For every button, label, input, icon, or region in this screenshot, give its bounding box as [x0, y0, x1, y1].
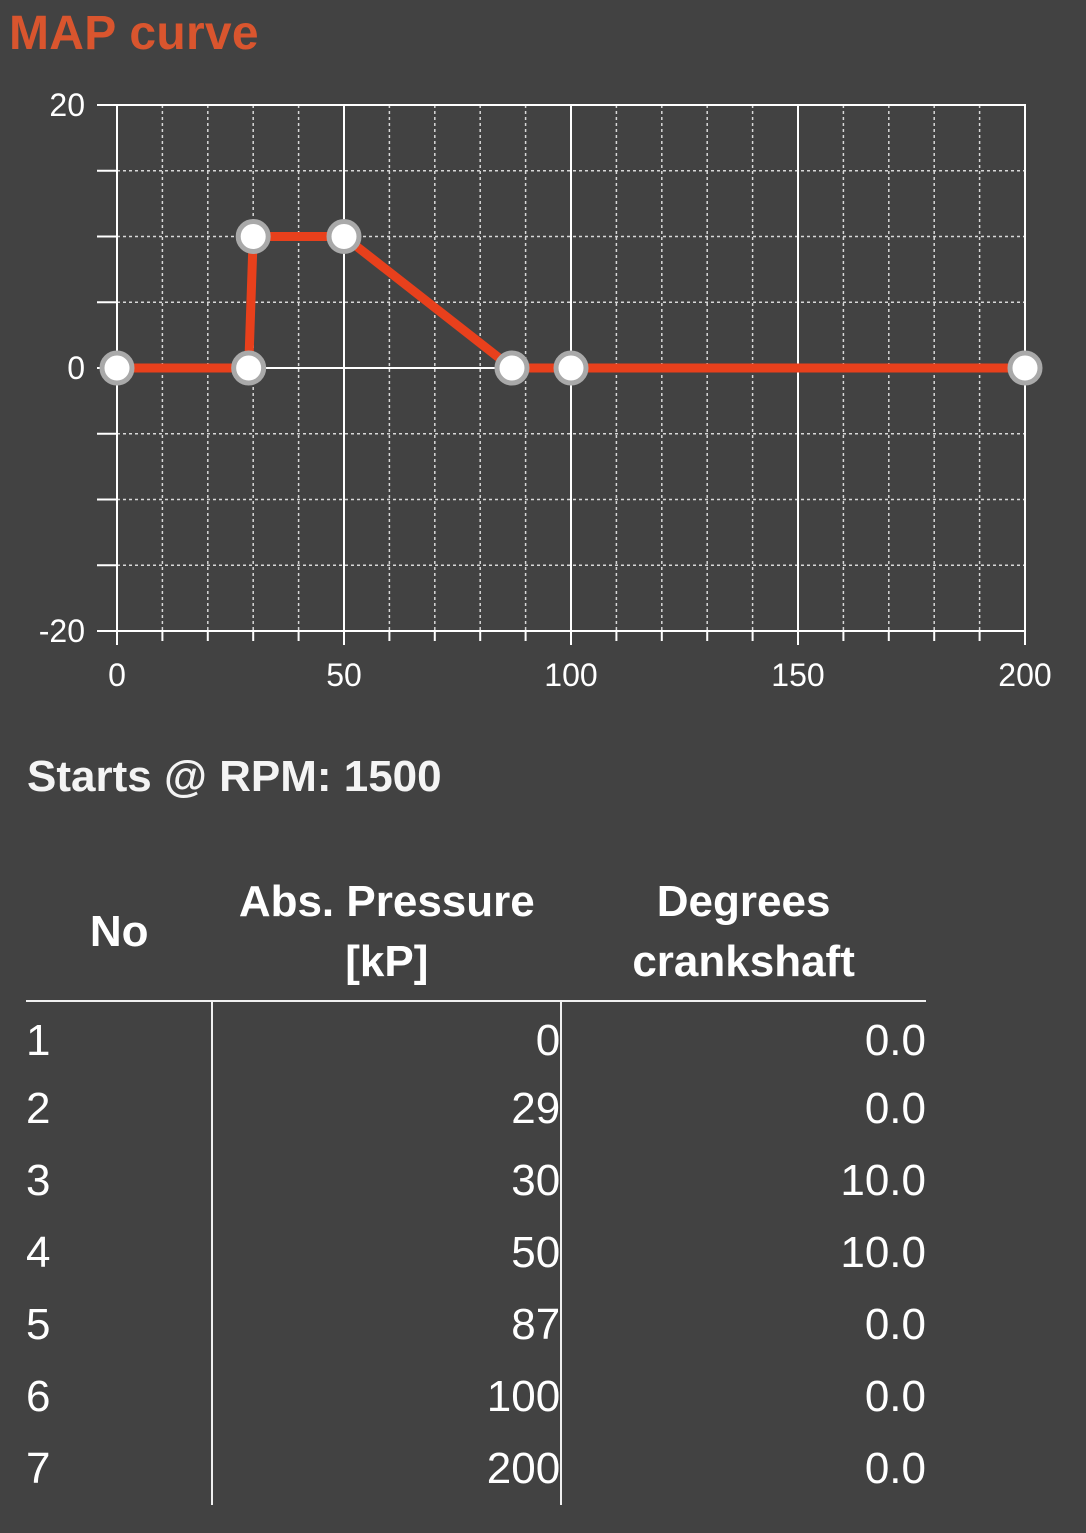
curve-point[interactable] [99, 350, 135, 386]
table-row[interactable]: 5 87 0.0 [26, 1289, 926, 1361]
cell-degrees[interactable]: 0.0 [560, 1073, 926, 1145]
cell-pressure[interactable]: 30 [211, 1145, 562, 1217]
cell-no: 7 [26, 1444, 51, 1493]
cell-pressure[interactable]: 100 [211, 1361, 562, 1433]
cell-no: 3 [26, 1156, 51, 1205]
cell-no: 5 [26, 1300, 51, 1349]
table-header-row: No Abs. Pressure [kP] Degrees crankshaft [26, 872, 926, 1002]
cell-no: 1 [26, 1015, 51, 1065]
header-pressure: Abs. Pressure [kP] [212, 872, 562, 1002]
header-no: No [26, 872, 213, 1002]
y-tick-label: 0 [67, 350, 85, 386]
curve-point[interactable] [494, 350, 530, 386]
cell-pressure[interactable]: 50 [211, 1217, 562, 1289]
cell-degrees[interactable]: 0.0 [560, 1361, 926, 1433]
cell-no: 2 [26, 1084, 51, 1133]
table-row[interactable]: 4 50 10.0 [26, 1217, 926, 1289]
y-tick-label: 20 [49, 87, 85, 123]
curve-point[interactable] [235, 219, 271, 254]
map-table: No Abs. Pressure [kP] Degrees crankshaft… [26, 872, 926, 1505]
cell-pressure[interactable]: 0 [211, 1001, 562, 1073]
cell-degrees[interactable]: 0.0 [560, 1289, 926, 1361]
cell-pressure[interactable]: 29 [211, 1073, 562, 1145]
page-title: MAP curve [9, 7, 259, 60]
table-row[interactable]: 2 29 0.0 [26, 1073, 926, 1145]
cell-degrees[interactable]: 0.0 [560, 1001, 926, 1073]
table-row[interactable]: 6 100 0.0 [26, 1361, 926, 1433]
curve-point[interactable] [326, 219, 362, 254]
table-row[interactable]: 1 0 0.0 [26, 1001, 926, 1073]
x-tick-label: 50 [326, 657, 362, 693]
cell-degrees[interactable]: 10.0 [560, 1145, 926, 1217]
cell-no: 6 [26, 1372, 51, 1421]
y-tick-label: -20 [39, 613, 85, 649]
table-row[interactable]: 3 30 10.0 [26, 1145, 926, 1217]
x-tick-label: 200 [998, 657, 1051, 693]
header-degrees: Degrees crankshaft [561, 872, 926, 1002]
curve-point[interactable] [1007, 350, 1043, 386]
starts-rpm-label: Starts @ RPM: 1500 [27, 752, 442, 801]
x-tick-label: 0 [108, 657, 126, 693]
curve-point[interactable] [553, 350, 589, 386]
cell-degrees[interactable]: 10.0 [560, 1217, 926, 1289]
x-tick-label: 100 [544, 657, 597, 693]
curve-point[interactable] [231, 350, 267, 386]
cell-pressure[interactable]: 200 [211, 1433, 562, 1505]
cell-pressure[interactable]: 87 [211, 1289, 562, 1361]
x-tick-label: 150 [771, 657, 824, 693]
cell-degrees[interactable]: 0.0 [560, 1433, 926, 1505]
cell-no: 4 [26, 1228, 51, 1277]
table-row[interactable]: 7 200 0.0 [26, 1433, 926, 1505]
